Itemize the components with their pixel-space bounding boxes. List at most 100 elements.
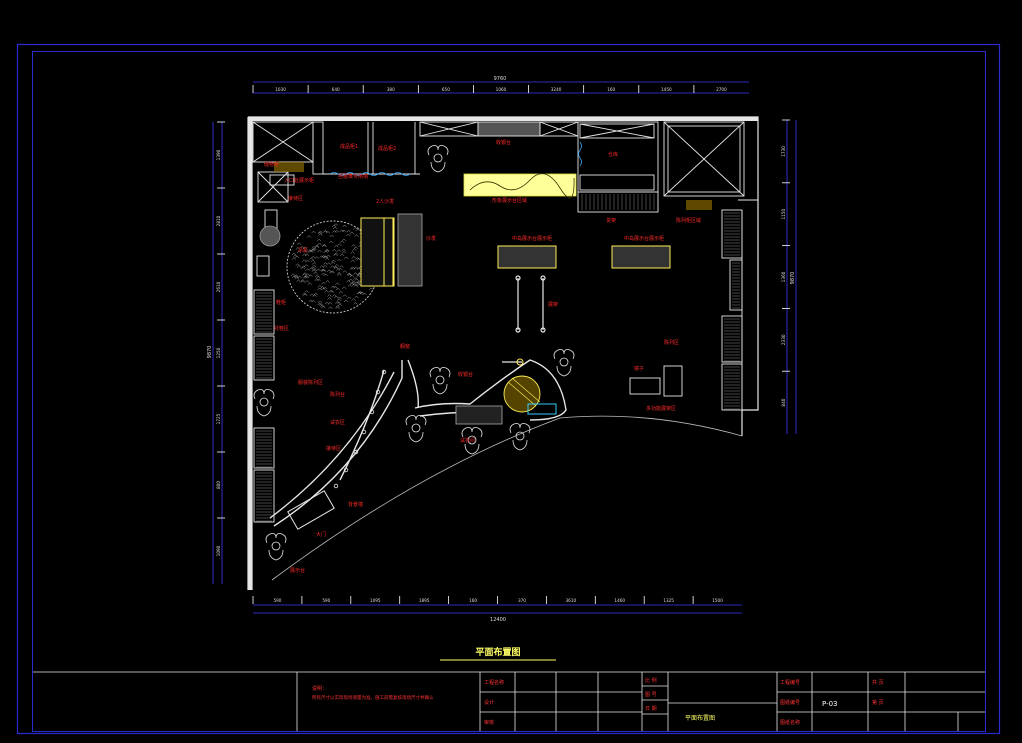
rug-stitch [351,266,356,270]
rug-stitch [334,245,339,248]
rug-stitch [305,273,311,276]
rug-stitch [325,231,331,234]
rug-stitch [341,248,346,252]
room-label: 接待区 [326,445,341,452]
rug-stitch [307,282,313,285]
rug-stitch [294,255,300,259]
rug-stitch [356,274,361,278]
rug-stitch [323,262,328,265]
room-label: 芭蕾舞专用墙 [338,173,368,180]
room-label: 沙发 [426,235,436,242]
tb-drawing-name: 平面布置图 [685,714,715,722]
rug-stitch [344,256,349,260]
rug-stitch [330,265,335,268]
rug-stitch [334,264,339,267]
rug-stitch [314,256,320,259]
room-label: 仓库 [608,151,618,158]
rug-stitch [311,255,316,259]
left-shelf-hatch [256,292,272,522]
rug-stitch [327,297,332,300]
rug-stitch [334,252,339,255]
rug-stitch [350,251,355,254]
room-label: 2人沙发 [376,198,394,205]
rug-stitch [301,292,307,296]
rug-stitch [348,278,354,282]
rug-stitch [306,235,312,238]
rug-stitch [322,244,327,248]
rug-stitch [295,263,300,266]
outer-frame [16,43,1001,735]
dim-left-total: 9870 [207,346,213,359]
rug-stitch [329,240,334,244]
rug-stitch [328,289,334,293]
tb-right-cell-1: 工程编号 [780,679,800,686]
display-table-left [497,245,557,269]
rug-stitch [291,257,297,260]
rug-stitch [317,242,322,246]
room-label: 形象展示台区域 [492,197,527,204]
rug-stitch [349,274,355,278]
rug-stitch [318,233,323,236]
rug-stitch [354,278,359,281]
dim-bottom-segment: 1325 [663,598,674,603]
rug-stitch [337,273,342,276]
walkway-post [343,467,349,473]
rug-stitch [353,227,358,230]
rug-stitch [317,231,323,235]
inner-frame [32,51,986,732]
rug-stitch [351,244,356,247]
room-label: 成品柜1 [340,143,358,150]
tb-mid-cell-3: 日 期 [645,706,657,712]
rug-stitch [329,270,334,274]
rug-stitch [326,262,331,265]
dim-right-segment: 1150 [781,209,786,220]
rug-stitch [320,286,325,289]
water-line [329,141,582,176]
dim-right-total: 9870 [790,272,796,285]
rug-stitch [309,293,315,297]
room-label: 陈列柜区域 [676,217,701,224]
rug-stitch [357,291,362,294]
rug-stitch [336,271,342,275]
rug-stitch [353,302,358,305]
rug-stitch [329,234,334,238]
room-label: 接待区 [288,195,303,202]
room-label: 入口处展示柜 [284,177,314,184]
rug-stitch [312,268,317,272]
rug-stitch [328,306,333,309]
dim-top-segment: 1030 [275,87,286,92]
dim-bottom-segment: 590 [322,598,330,603]
dim-bottom-segment: 1895 [419,598,430,603]
rug-stitch [301,265,306,268]
dimension-lines [212,81,797,614]
dim-bottom-segment: 370 [518,598,526,603]
rug-stitch [362,292,367,296]
rug-stitch [342,224,347,228]
rug-stitch [321,281,326,285]
rug-stitch [297,275,302,279]
rug-stitch [351,283,357,287]
dim-left-segment: 1250 [216,347,221,358]
rug-stitch [335,282,340,286]
rug-stitch [311,248,316,251]
sheet-number: P-03 [822,700,838,708]
rug-stitch [340,240,345,244]
tb-left-cell-3: 审核 [484,719,494,726]
dim-top-segment: 1060 [496,87,507,92]
rug-stitch [349,282,354,286]
dim-bottom-segment: 1500 [712,598,723,603]
rug-stitch [317,300,323,304]
rug-stitch [351,280,356,284]
rug-stitch [323,255,329,259]
rug-stitch [342,294,347,297]
rug-stitch [332,249,337,252]
room-label: 储物柜 [264,161,279,168]
rug-stitch [302,253,307,256]
rug-stitch [293,254,298,258]
rug-stitch [302,275,308,279]
room-label: 展架 [548,302,558,308]
rug-stitch [353,246,359,249]
